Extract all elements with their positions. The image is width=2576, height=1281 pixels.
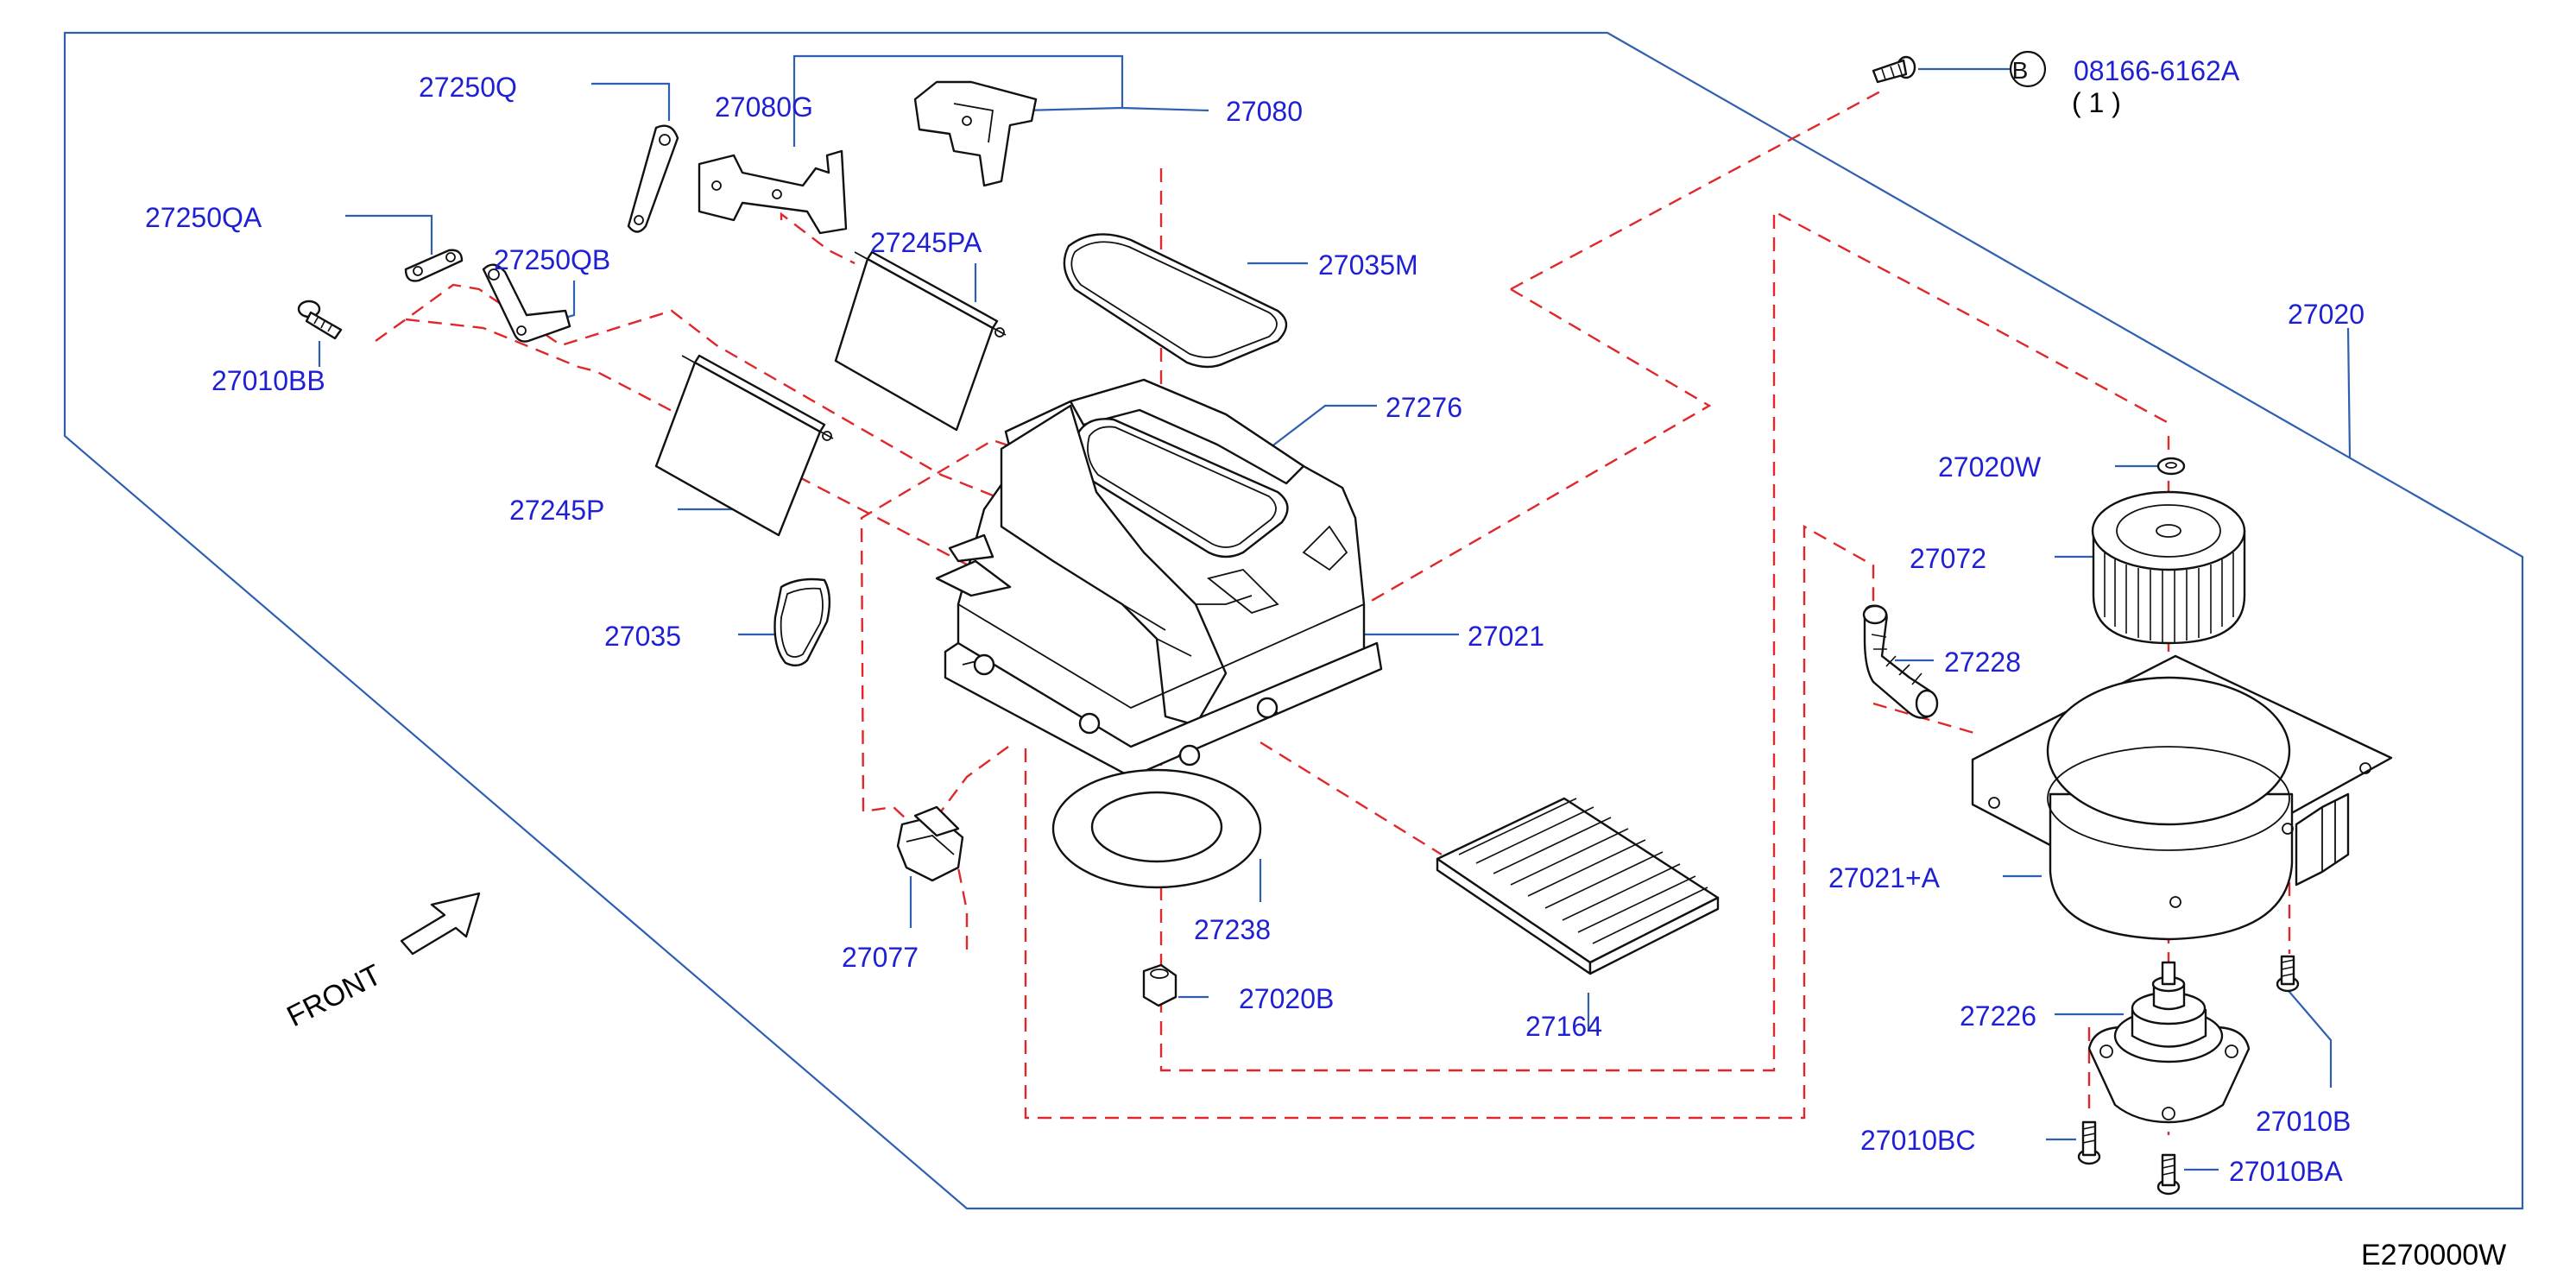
label-quantity: ( 1 ) — [2072, 87, 2121, 118]
dash-links — [780, 211, 856, 265]
label-27021A: 27021+A — [1828, 862, 1941, 893]
label-27020W: 27020W — [1938, 451, 2042, 483]
leader-27250Q — [591, 82, 671, 121]
leader-27010B — [2278, 979, 2333, 1088]
dash-left-loop — [860, 439, 1020, 950]
label-27245PA: 27245PA — [870, 227, 982, 258]
label-27250Q: 27250Q — [419, 72, 517, 103]
part-27238-gasket — [1051, 768, 1262, 889]
part-27072-fan — [2091, 490, 2246, 645]
label-callout-b: B — [2012, 57, 2029, 84]
part-27245P-flap — [654, 354, 834, 537]
filter-pleats — [1458, 798, 1708, 944]
part-27020B-nut — [1142, 963, 1178, 1007]
part-27035M-seal — [1063, 233, 1288, 369]
leader-27080-part — [1022, 106, 1123, 112]
label-27072: 27072 — [1910, 543, 1986, 574]
part-27077-actuator — [896, 805, 964, 882]
label-27164: 27164 — [1525, 1011, 1602, 1042]
part-08166-screw — [1872, 55, 1916, 84]
part-27228-hose — [1862, 604, 1939, 719]
label-27276: 27276 — [1386, 392, 1462, 423]
assembly-outline — [63, 31, 2524, 1210]
label-front: FRONT — [281, 958, 387, 1033]
label-27035: 27035 — [604, 621, 681, 652]
part-27035-seal — [773, 577, 831, 667]
part-27080-bracket — [913, 80, 1038, 187]
label-27010B: 27010B — [2256, 1106, 2351, 1137]
part-27020W-washer — [2156, 457, 2186, 476]
part-27080G-bracket — [698, 149, 848, 235]
leader-27080G-27080 — [792, 54, 1209, 147]
dash-screw-08166 — [1510, 89, 1883, 291]
figure-code: E270000W — [2361, 1239, 2506, 1272]
leader-lines — [318, 54, 2352, 1171]
leader-27250QA — [345, 214, 433, 255]
label-08166-6162A: 08166-6162A — [2074, 55, 2240, 86]
label-27035M: 27035M — [1318, 249, 1418, 281]
dash-actuator — [940, 746, 1009, 812]
label-27010BA: 27010BA — [2229, 1156, 2343, 1187]
label-27226: 27226 — [1960, 1000, 2036, 1032]
leader-27020 — [2346, 327, 2352, 458]
label-27010BB: 27010BB — [212, 365, 325, 396]
label-27080: 27080 — [1226, 96, 1303, 127]
part-27010BA-screw — [2156, 1153, 2181, 1196]
dash-hose — [1872, 702, 1978, 735]
part-27021-housing — [935, 378, 1383, 779]
front-arrow-icon — [400, 892, 481, 956]
dash-upper-screw-path — [1208, 287, 1712, 697]
dash-lower-loop — [1024, 524, 1875, 1120]
dash-flap-shaft-path — [375, 283, 1002, 501]
part-27250QB-lever — [482, 263, 571, 343]
part-27164-filter — [1436, 797, 1720, 975]
label-27010BC: 27010BC — [1860, 1125, 1975, 1156]
part-27250QA-link — [404, 249, 464, 282]
fan-blades — [2104, 552, 2234, 642]
label-27228: 27228 — [1944, 647, 2021, 678]
part-27226-motor — [2087, 961, 2251, 1124]
label-27245P: 27245P — [509, 495, 604, 526]
callout-b — [2009, 50, 2047, 88]
part-27010BB-screw — [297, 300, 343, 340]
part-27010BC-screw — [2077, 1120, 2101, 1165]
part-27250Q-link — [627, 124, 679, 233]
label-27020: 27020 — [2288, 299, 2364, 330]
dash-flap-lower-path — [405, 318, 1011, 589]
label-27250QA: 27250QA — [145, 202, 262, 233]
label-27020B: 27020B — [1239, 983, 1334, 1014]
label-27021: 27021 — [1468, 621, 1544, 652]
part-27021A-scroll — [1971, 654, 2393, 941]
dash-filter — [1260, 741, 1443, 856]
label-27238: 27238 — [1194, 914, 1271, 945]
label-27077: 27077 — [842, 942, 919, 973]
part-27010B-screw — [2276, 955, 2300, 993]
label-27080G: 27080G — [715, 92, 813, 123]
part-27245PA-flap — [834, 250, 1007, 432]
label-27250QB: 27250QB — [494, 244, 610, 275]
